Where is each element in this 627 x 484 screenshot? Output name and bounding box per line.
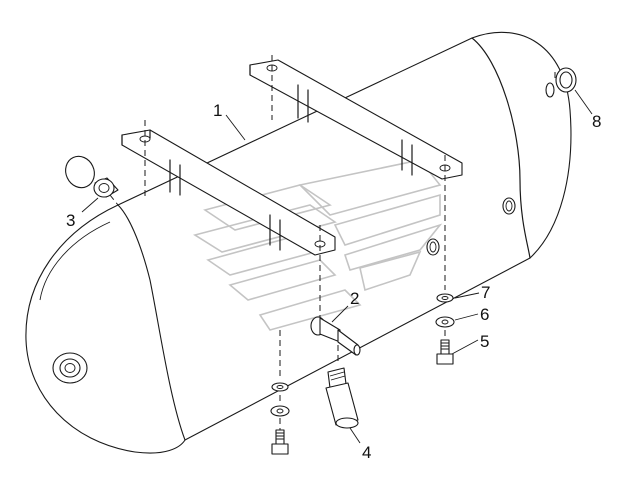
fitting-with-o-ring <box>65 155 119 198</box>
callout-7: 7 <box>481 283 490 302</box>
callout-5: 5 <box>480 332 489 351</box>
air-tank <box>25 31 572 454</box>
fastener-stack-left <box>270 382 290 455</box>
callout-4: 4 <box>362 443 371 462</box>
side-port-2 <box>426 238 440 256</box>
callout-labels: 1 2 3 4 5 6 7 8 <box>66 101 601 462</box>
mounting-strap-front <box>121 129 336 256</box>
side-port-1 <box>502 197 516 215</box>
assembly-lines <box>109 55 556 430</box>
leader-lines <box>81 89 593 444</box>
callout-1: 1 <box>213 101 222 120</box>
bolt-right <box>440 339 450 356</box>
o-ring <box>65 155 95 189</box>
pipe-fitting <box>325 367 359 429</box>
callout-8: 8 <box>592 112 601 131</box>
plug <box>555 67 577 93</box>
callout-6: 6 <box>480 305 489 324</box>
flat-washer-right <box>435 316 455 328</box>
fastener-stack-right <box>435 293 455 365</box>
callout-2: 2 <box>350 289 359 308</box>
lock-washer-right <box>436 293 454 303</box>
callout-3: 3 <box>66 211 75 230</box>
drain-valve <box>310 316 361 356</box>
